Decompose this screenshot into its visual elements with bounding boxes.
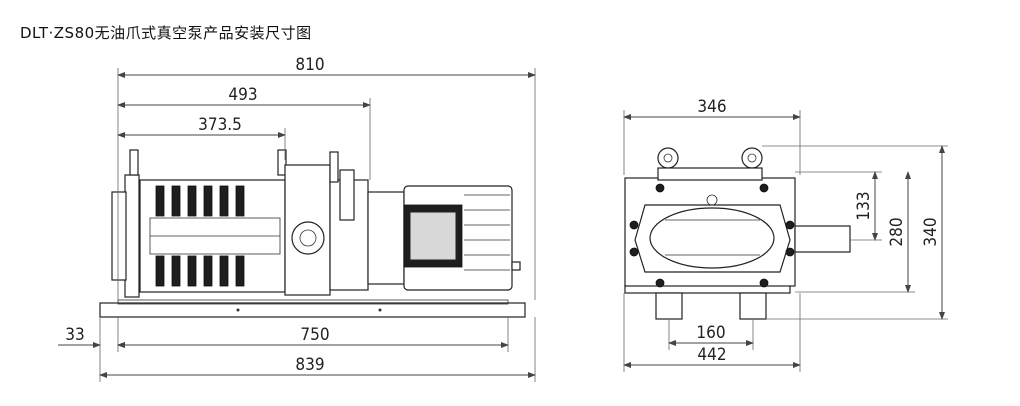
- terminal-box-cover: [409, 211, 457, 261]
- lifting-eye-left: [129, 149, 139, 176]
- dim-160: 160: [696, 323, 725, 343]
- left-cover: [111, 191, 127, 281]
- end-inlet-pipe: [794, 225, 851, 253]
- end-view: 346 133 280 340 160 442: [623, 97, 948, 372]
- lifting-eye-right: [277, 149, 287, 176]
- base-hole: [236, 308, 240, 312]
- motor-end-bolt: [511, 261, 521, 271]
- valve-pipe: [339, 169, 355, 221]
- valve-stem: [329, 151, 339, 183]
- foot-left: [655, 292, 683, 320]
- end-cover-ellipse: [649, 207, 775, 269]
- inlet-port: [291, 221, 325, 255]
- end-lift-eye-left: [657, 147, 679, 169]
- dim-373-5: 373.5: [198, 115, 242, 135]
- end-top-bar: [657, 167, 763, 181]
- motor-fins: [464, 194, 510, 271]
- cooling-fins: [155, 185, 245, 287]
- dim-493: 493: [228, 85, 257, 105]
- dim-750: 750: [300, 325, 329, 345]
- side-view: 810 493 373.5 33 750 839: [58, 55, 536, 382]
- dim-133: 133: [854, 191, 874, 220]
- end-lift-eye-right: [741, 147, 763, 169]
- dim-280: 280: [887, 217, 907, 246]
- dim-340: 340: [921, 217, 941, 246]
- base-top-strip: [117, 299, 509, 305]
- end-bolts: [629, 183, 795, 288]
- dim-810: 810: [295, 55, 324, 75]
- left-end-plate: [124, 174, 140, 298]
- dim-839: 839: [295, 355, 324, 375]
- motor-flange: [367, 191, 405, 285]
- dim-33: 33: [65, 325, 84, 345]
- foot-right: [739, 292, 767, 320]
- dim-346: 346: [697, 97, 726, 117]
- base-plate: [99, 302, 526, 318]
- dim-442: 442: [697, 345, 726, 365]
- base-hole: [378, 308, 382, 312]
- drawing-title: DLT·ZS80无油爪式真空泵产品安装尺寸图: [20, 24, 312, 42]
